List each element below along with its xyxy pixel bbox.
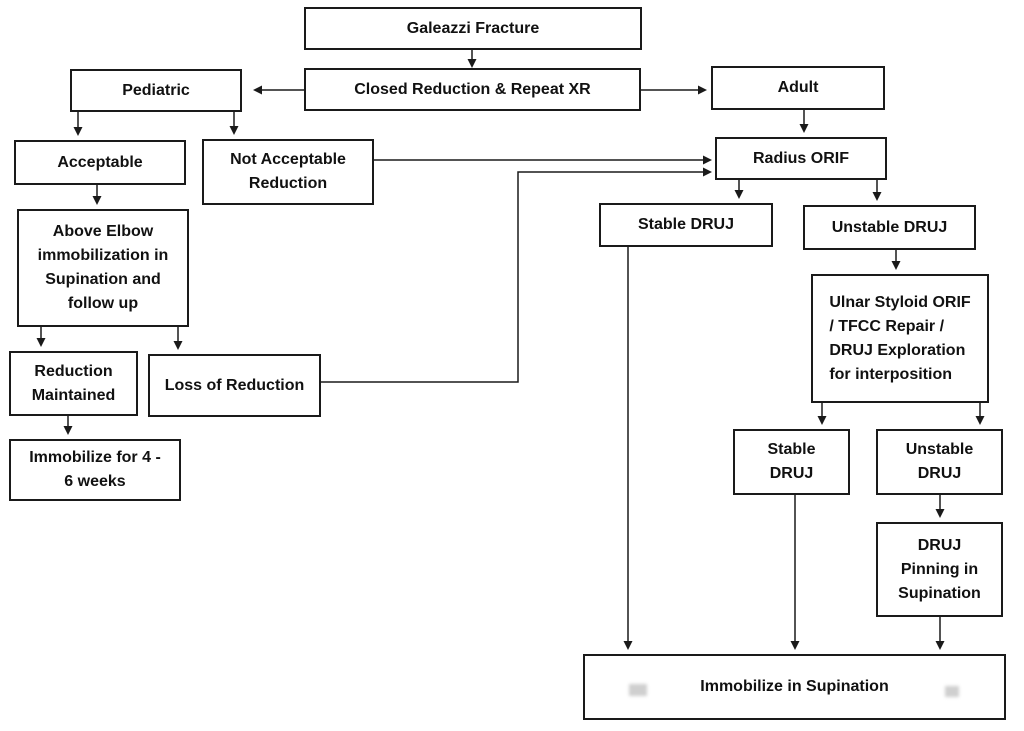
node-immobilize-4-6-weeks: Immobilize for 4 - 6 weeks — [9, 439, 181, 501]
node-stable-druj: Stable DRUJ — [599, 203, 773, 247]
node-not-acceptable-reduction-label: Not Acceptable Reduction — [230, 151, 346, 192]
node-stable-druj-label: Stable DRUJ — [637, 216, 735, 233]
node-unstable-druj-2: Unstable DRUJ — [876, 429, 1003, 495]
node-pediatric-label: Pediatric — [122, 81, 190, 99]
node-radius-orif-label: Radius ORIF — [752, 149, 849, 167]
node-druj-pinning-label: DRUJ Pinning in Supination — [898, 536, 981, 602]
node-unstable-druj-label: Unstable DRUJ — [831, 218, 948, 236]
watermark-blur-right — [945, 686, 959, 697]
node-not-acceptable-reduction: Not Acceptable Reduction — [202, 139, 374, 205]
node-loss-of-reduction: Loss of Reduction — [148, 354, 321, 417]
node-acceptable: Acceptable — [14, 140, 186, 185]
node-reduction-maintained: Reduction Maintained — [9, 351, 138, 416]
node-adult: Adult — [711, 66, 885, 110]
node-immobilize-in-supination: Immobilize in Supination — [583, 654, 1006, 720]
node-unstable-druj: Unstable DRUJ — [803, 205, 976, 250]
node-ulnar-styloid-orif-label: Ulnar Styloid ORIF / TFCC Repair / DRUJ … — [829, 293, 971, 383]
node-closed-reduction: Closed Reduction & Repeat XR — [304, 68, 641, 111]
node-unstable-druj-2-label: Unstable DRUJ — [905, 441, 974, 482]
watermark-blur-left — [629, 684, 647, 696]
node-above-elbow-immobilization-label: Above Elbow immobilization in Supination… — [37, 223, 169, 312]
node-acceptable-label: Acceptable — [57, 153, 143, 171]
node-above-elbow-immobilization: Above Elbow immobilization in Supination… — [17, 209, 189, 327]
node-stable-druj-2-label: Stable DRUJ — [767, 441, 816, 482]
node-galeazzi-fracture-label: Galeazzi Fracture — [406, 19, 540, 37]
node-druj-pinning: DRUJ Pinning in Supination — [876, 522, 1003, 617]
node-adult-label: Adult — [777, 79, 819, 96]
node-loss-of-reduction-label: Loss of Reduction — [164, 376, 305, 394]
node-pediatric: Pediatric — [70, 69, 242, 112]
node-reduction-maintained-label: Reduction Maintained — [31, 362, 116, 404]
node-ulnar-styloid-orif: Ulnar Styloid ORIF / TFCC Repair / DRUJ … — [811, 274, 989, 403]
node-stable-druj-2: Stable DRUJ — [733, 429, 850, 495]
node-immobilize-4-6-weeks-label: Immobilize for 4 - 6 weeks — [29, 449, 161, 490]
node-immobilize-in-supination-label: Immobilize in Supination — [700, 678, 889, 695]
node-radius-orif: Radius ORIF — [715, 137, 887, 180]
arrow-loss-of-reduction-to-radius-orif — [321, 167, 712, 383]
node-closed-reduction-label: Closed Reduction & Repeat XR — [354, 80, 591, 98]
node-galeazzi-fracture: Galeazzi Fracture — [304, 7, 642, 50]
